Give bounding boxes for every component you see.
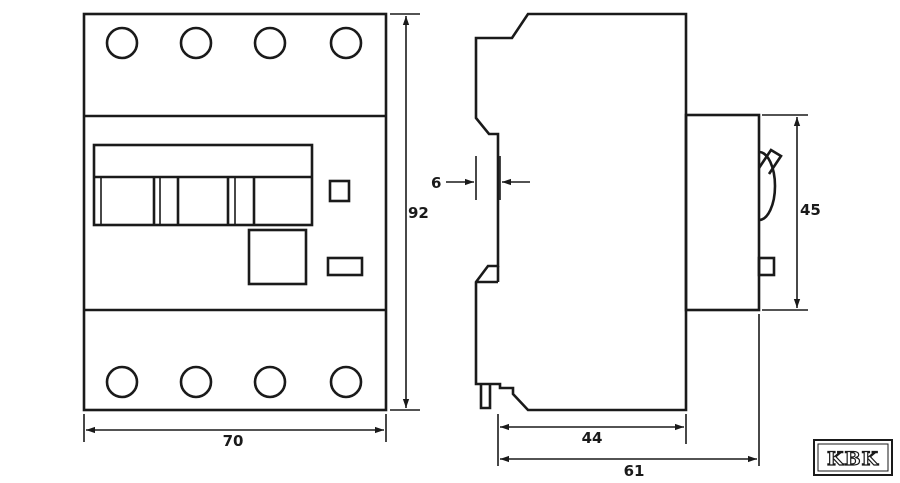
handle-height-dimension: 45 [762,114,821,311]
toggle-lever [757,148,783,175]
terminal-screw [105,365,139,399]
terminal-screw [253,26,287,60]
height-dimension-label: 92 [408,204,429,222]
test-button [247,228,308,286]
terminal-screw [253,365,287,399]
handle-cover [684,113,761,312]
terminal-screw [179,26,213,60]
height-dimension: 92 [390,13,429,411]
depth-front-label: 44 [582,429,603,447]
top-terminals [105,26,363,60]
terminal-screw [105,26,139,60]
side-body-outline [474,12,688,412]
kbk-logo: KBK [813,439,893,476]
side-button [757,256,776,277]
terminal-screw [329,365,363,399]
rail-gap-dimension: 6 [431,156,530,200]
switch-handle-block [92,143,314,227]
depth-total-label: 61 [624,462,645,480]
handle-frame [92,143,314,227]
indicator-window [328,179,351,203]
side-view [474,12,783,412]
terminal-screw [329,26,363,60]
handle-height-label: 45 [800,201,821,219]
logo-text: KBK [827,448,880,470]
front-view [82,12,388,412]
depth-front-dimension: 44 [497,414,687,466]
width-dimension: 70 [83,414,387,450]
rating-label-plate [326,256,364,277]
rail-gap-label: 6 [431,174,441,192]
terminal-screw [179,365,213,399]
mounting-clip [479,384,492,410]
bottom-terminals [105,365,363,399]
width-dimension-label: 70 [223,432,244,450]
front-body-outline [82,12,388,412]
depth-total-dimension: 61 [500,314,760,480]
toggle-arc [758,150,777,222]
